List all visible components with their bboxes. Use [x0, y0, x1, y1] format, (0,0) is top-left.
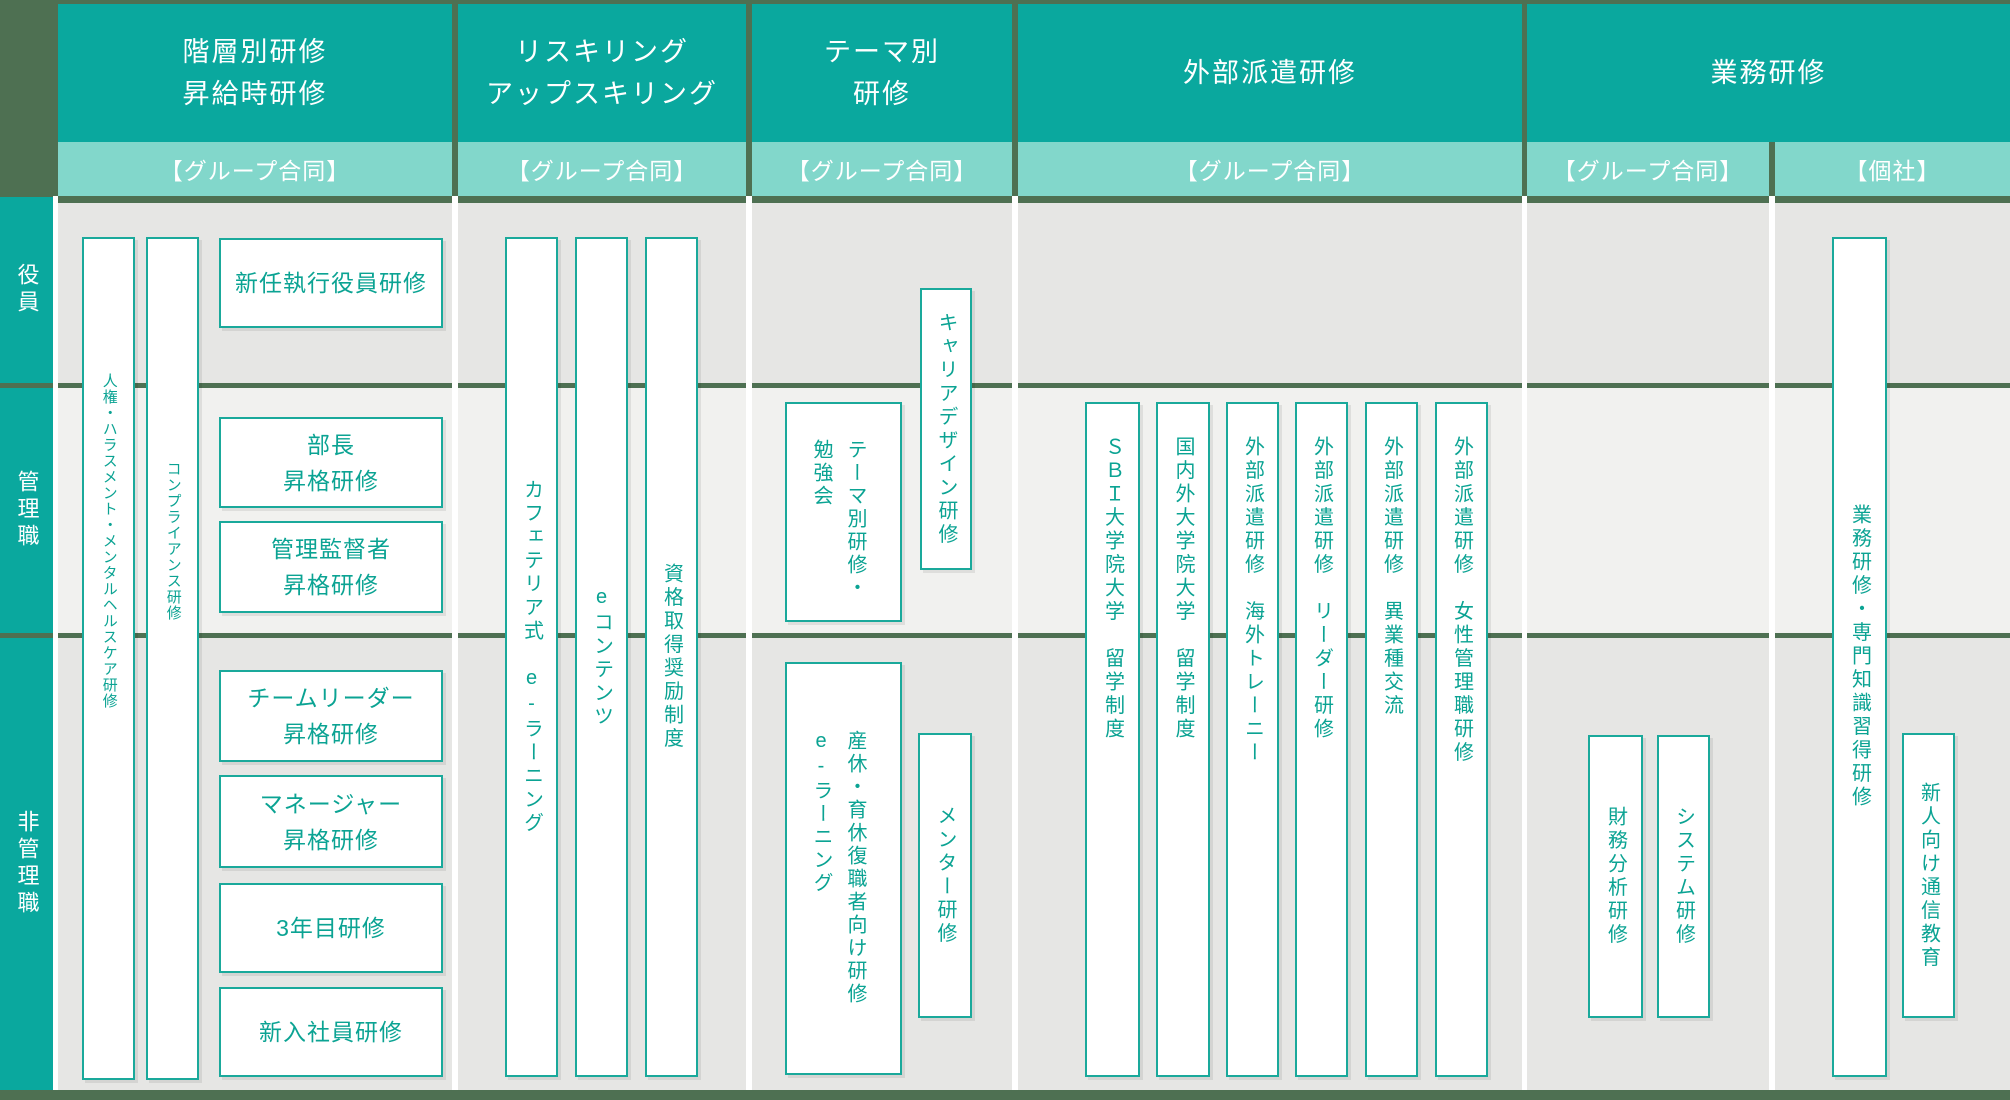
subheader-group-joint-col4: 【グループ合同】 [1018, 142, 1522, 196]
program-label: eコンテンツ [590, 585, 613, 729]
column-separator [1522, 196, 1527, 1090]
column-header-external-dispatch-training: 外部派遣研修 [1018, 4, 1522, 142]
program-label: カフェテリア式 e-ラーニング [520, 478, 543, 836]
program-bar-mentor-training: メンター研修 [918, 733, 972, 1018]
program-bar-operations-specialized-knowledge-training: 業務研修・専門知識習得研修 [1832, 237, 1887, 1077]
column-title-line: アップスキリング [486, 79, 718, 109]
program-box-new-executive-officer-training: 新任執行役員研修 [219, 238, 443, 328]
subheader-label: 【グループ合同】 [159, 158, 351, 184]
program-label: 勉強会 [810, 439, 832, 508]
program-bar-compliance: コンプライアンス研修 [146, 237, 199, 1080]
column-separator [1769, 196, 1775, 1090]
program-label: 昇格研修 [283, 826, 379, 853]
program-bar-qualification-incentive-system: 資格取得奨励制度 [645, 237, 698, 1077]
column-header-reskilling-upskilling: リスキリング アップスキリング [458, 4, 746, 142]
program-box-team-leader-promotion: チームリーダー 昇格研修 [219, 670, 443, 762]
subheader-group-joint-col5: 【グループ合同】 [1527, 142, 1769, 196]
column-title-line: 階層別研修 [182, 37, 328, 67]
row-label: 管理職 [14, 470, 40, 551]
program-label: システム研修 [1672, 806, 1695, 947]
program-box-maternity-childcare-return-elearning: 産休・育休復職者向け研修 e-ラーニング [785, 662, 902, 1075]
program-label: 管理監督者 [271, 536, 391, 562]
program-label: 国内外大学院大学 留学制度 [1172, 436, 1194, 742]
program-bar-econtents: eコンテンツ [575, 237, 628, 1077]
subheader-individual-company-col5: 【個社】 [1775, 142, 2010, 196]
subheader-group-joint-col2: 【グループ合同】 [458, 142, 746, 196]
program-label: 外部派遣研修 海外トレーニー [1241, 436, 1264, 765]
program-bar-domestic-overseas-graduate-school-study-abroad: 国内外大学院大学 留学制度 [1156, 402, 1210, 1077]
program-label: 財務分析研修 [1604, 806, 1627, 947]
program-label: 部長 [307, 431, 355, 458]
program-box-third-year-training: 3年目研修 [219, 883, 443, 973]
program-label: メンター研修 [934, 805, 956, 946]
program-label: 外部派遣研修 リーダー研修 [1310, 436, 1333, 742]
subheader-label: 【グループ合同】 [786, 158, 978, 184]
program-label: 昇格研修 [283, 467, 379, 494]
program-box-department-head-promotion: 部長 昇格研修 [219, 417, 443, 508]
program-bar-cafeteria-elearning: カフェテリア式 e-ラーニング [505, 237, 558, 1077]
program-label: テーマ別研修・ [844, 439, 866, 600]
program-bar-newcomer-correspondence-education: 新人向け通信教育 [1902, 733, 1955, 1018]
program-box-new-employee-training: 新入社員研修 [219, 987, 443, 1077]
program-label: 新人向け通信教育 [1917, 781, 1940, 970]
program-label: キャリアデザイン研修 [935, 311, 957, 547]
program-label: 産休・育休復職者向け研修 [844, 730, 866, 1006]
program-bar-career-design-training: キャリアデザイン研修 [920, 288, 972, 570]
program-label: 新入社員研修 [259, 1019, 403, 1045]
column-title-line: 業務研修 [1710, 58, 1827, 88]
program-label: 3年目研修 [276, 915, 386, 941]
column-header-theme-training: テーマ別 研修 [752, 4, 1012, 142]
row-label: 非管理職 [14, 810, 40, 918]
program-bar-dispatch-leader-training: 外部派遣研修 リーダー研修 [1295, 402, 1348, 1077]
program-label: 外部派遣研修 女性管理職研修 [1450, 436, 1473, 765]
column-title-line: 研修 [853, 79, 911, 109]
program-box-manager-promotion: マネージャー 昇格研修 [219, 775, 443, 868]
subheader-group-joint-col1: 【グループ合同】 [58, 142, 452, 196]
sidebar-row-management: 管理職 [0, 388, 53, 633]
program-label: チームリーダー [247, 685, 415, 711]
program-label: 外部派遣研修 異業種交流 [1380, 436, 1403, 718]
column-title-line: 外部派遣研修 [1183, 58, 1357, 88]
program-box-theme-training-study-group: テーマ別研修・ 勉強会 [785, 402, 902, 622]
program-bar-overseas-trainee: 外部派遣研修 海外トレーニー [1226, 402, 1279, 1077]
column-separator [452, 196, 458, 1090]
program-label: ＳＢＩ大学院大学 留学制度 [1101, 436, 1124, 742]
program-bar-human-rights-harassment-mental-health: 人権・ハラスメント・メンタルヘルスケア研修 [82, 237, 135, 1080]
subheader-label: 【個社】 [1844, 158, 1941, 184]
row-label: 役員 [14, 263, 40, 317]
program-label: 新任執行役員研修 [235, 270, 427, 296]
column-header-operations-training: 業務研修 [1527, 4, 2010, 142]
column-title-line: 昇給時研修 [182, 79, 328, 109]
program-label: e-ラーニング [810, 730, 832, 895]
sidebar-row-non-management: 非管理職 [0, 638, 53, 1090]
program-label: 昇格研修 [283, 721, 379, 747]
program-label: マネージャー [259, 790, 403, 817]
program-label: 資格取得奨励制度 [660, 563, 683, 751]
program-bar-women-management-training: 外部派遣研修 女性管理職研修 [1435, 402, 1488, 1077]
subheader-label: 【グループ合同】 [506, 158, 698, 184]
program-bar-system-training: システム研修 [1657, 735, 1710, 1018]
subheader-label: 【グループ合同】 [1174, 158, 1366, 184]
program-label: 人権・ハラスメント・メンタルヘルスケア研修 [100, 373, 118, 709]
program-label: 昇格研修 [283, 572, 379, 598]
column-separator [53, 196, 58, 1090]
sidebar-row-executives: 役員 [0, 197, 53, 383]
column-title-line: テーマ別 [824, 37, 940, 67]
subheader-label: 【グループ合同】 [1552, 158, 1744, 184]
program-bar-cross-industry-exchange: 外部派遣研修 異業種交流 [1365, 402, 1418, 1077]
program-bar-financial-analysis-training: 財務分析研修 [1588, 735, 1643, 1018]
column-separator [746, 196, 752, 1090]
program-label: コンプライアンス研修 [164, 461, 182, 621]
program-bar-sbi-graduate-school-study-abroad: ＳＢＩ大学院大学 留学制度 [1085, 402, 1140, 1077]
column-title-line: リスキリング [515, 37, 689, 67]
column-separator [1012, 196, 1018, 1090]
subheader-group-joint-col3: 【グループ合同】 [752, 142, 1012, 196]
program-box-supervisor-promotion: 管理監督者 昇格研修 [219, 521, 443, 613]
column-header-hierarchy-training: 階層別研修 昇給時研修 [58, 4, 452, 142]
program-label: 業務研修・専門知識習得研修 [1848, 504, 1871, 810]
